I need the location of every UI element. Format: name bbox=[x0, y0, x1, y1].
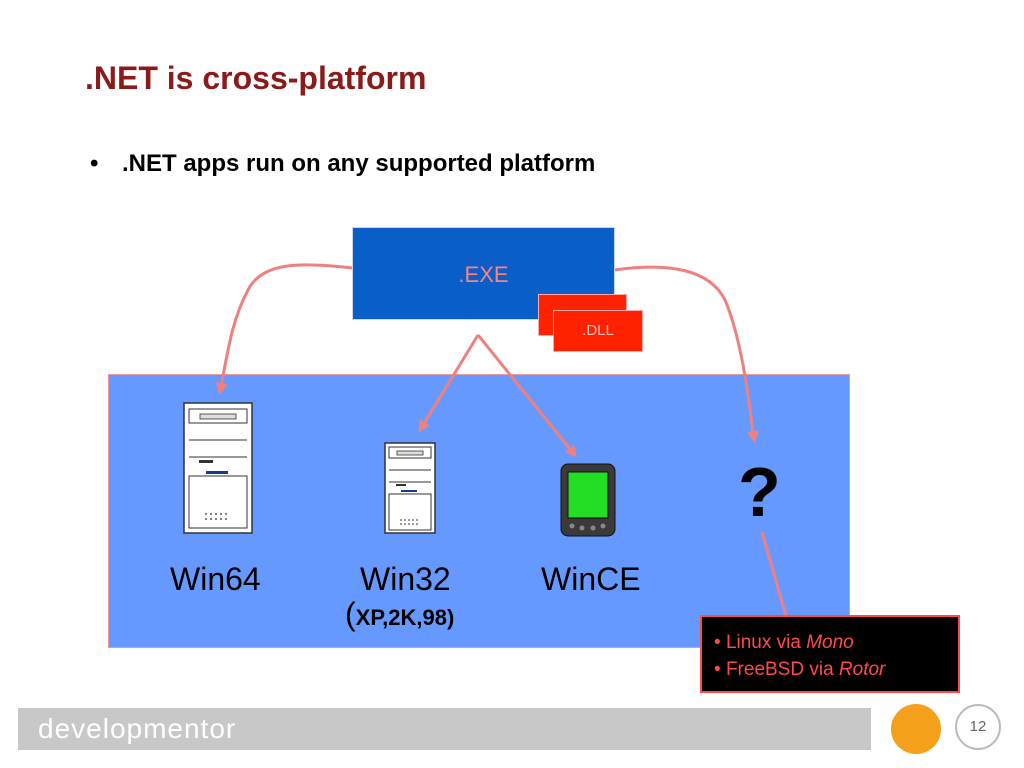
brand-name: developmentor bbox=[38, 713, 237, 744]
server-tower-icon bbox=[384, 442, 436, 534]
label-wince: WinCE bbox=[541, 561, 641, 597]
arrow-to-unknown bbox=[614, 265, 759, 443]
exe-label: .EXE bbox=[458, 262, 509, 287]
callout-bullet: • bbox=[714, 659, 721, 680]
unknown-platform-mark: ? bbox=[738, 453, 781, 531]
callout-item-linux: • Linux via Mono bbox=[714, 629, 958, 656]
paren-open: ( bbox=[345, 596, 356, 632]
callout-runtime-name: Rotor bbox=[838, 659, 886, 680]
callout-bullet: • bbox=[714, 632, 721, 653]
paren-close: ) bbox=[447, 605, 455, 630]
slide-title: .NET is cross-platform bbox=[85, 60, 427, 96]
bullet-glyph: • bbox=[90, 150, 99, 177]
callout-text: Linux via bbox=[725, 632, 807, 653]
callout-runtime-name: Mono bbox=[806, 632, 854, 653]
arrow-to-wince bbox=[476, 334, 577, 458]
pda-device-icon bbox=[560, 463, 616, 537]
connector-line bbox=[760, 531, 792, 631]
bullet-text: .NET apps run on any supported platform bbox=[122, 150, 596, 177]
callout-item-freebsd: • FreeBSD via Rotor bbox=[714, 656, 958, 683]
label-win64: Win64 bbox=[170, 561, 261, 597]
arrow-to-win64 bbox=[215, 263, 353, 395]
callout-text: FreeBSD via bbox=[725, 659, 839, 680]
label-win32: Win32 bbox=[360, 561, 451, 597]
server-tower-icon bbox=[183, 402, 253, 534]
bullet-item: • .NET apps run on any supported platform bbox=[90, 150, 595, 178]
other-platforms-callout: • Linux via Mono • FreeBSD via Rotor bbox=[700, 615, 960, 693]
label-win32-versions: (XP,2K,98) bbox=[345, 596, 454, 633]
arrow-to-win32 bbox=[418, 334, 480, 433]
dll-label: .DLL bbox=[582, 322, 614, 339]
dll-box: .DLL bbox=[553, 310, 643, 352]
footer-bar: developmentor bbox=[18, 708, 871, 750]
page-number: 12 bbox=[955, 704, 1001, 750]
footer-logo-badge bbox=[891, 704, 941, 754]
win32-versions: XP,2K,98 bbox=[355, 605, 447, 630]
